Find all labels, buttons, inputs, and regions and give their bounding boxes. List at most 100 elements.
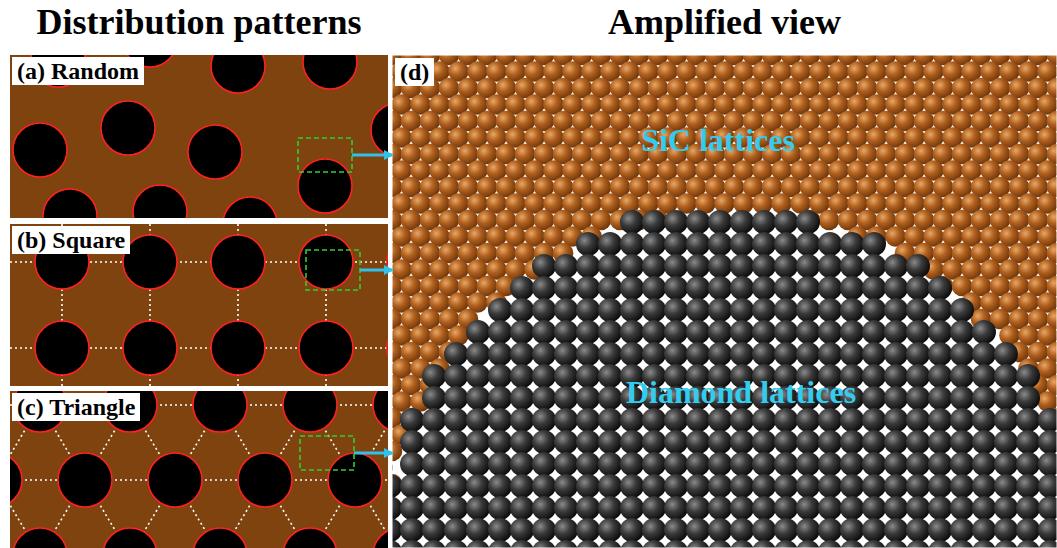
diamond-atom: [884, 540, 908, 548]
diamond-atom: [752, 232, 776, 256]
diamond-atom: [862, 320, 886, 344]
diamond-atom: [598, 386, 622, 410]
diamond-atom: [774, 496, 798, 520]
diamond-atom: [576, 386, 600, 410]
diamond-atom: [620, 276, 644, 300]
diamond-atom: [686, 496, 710, 520]
diamond-atom: [488, 430, 512, 454]
diamond-atom: [796, 254, 820, 278]
diamond-atom: [862, 540, 886, 548]
diamond-atom: [532, 518, 556, 542]
diamond-particle: [283, 528, 337, 548]
diamond-atom: [1016, 496, 1040, 520]
diamond-atom: [664, 474, 688, 498]
diamond-atom: [972, 474, 996, 498]
diamond-atom: [598, 342, 622, 366]
diamond-atom: [686, 540, 710, 548]
diamond-particle: [283, 391, 337, 432]
diamond-particle: [303, 55, 357, 89]
diamond-atom: [400, 408, 424, 432]
diamond-atom: [994, 496, 1018, 520]
diamond-atom: [796, 452, 820, 476]
diamond-atom: [928, 474, 952, 498]
panel-border: [392, 55, 1057, 548]
diamond-atom: [730, 452, 754, 476]
diamond-atom: [532, 364, 556, 388]
diamond-atom: [422, 452, 446, 476]
diamond-atom: [488, 298, 512, 322]
diamond-atom: [598, 364, 622, 388]
diamond-atom: [840, 518, 864, 542]
diamond-atom: [598, 298, 622, 322]
diamond-atom: [532, 408, 556, 432]
diamond-atom: [598, 254, 622, 278]
diamond-atom: [642, 408, 666, 432]
diamond-atom: [928, 342, 952, 366]
diamond-atom: [510, 364, 534, 388]
diamond-atom: [708, 210, 732, 234]
diamond-particle: [211, 321, 265, 375]
panel-label: (b) Square: [12, 226, 130, 254]
diamond-atom: [994, 408, 1018, 432]
diamond-atom: [994, 452, 1018, 476]
diamond-atom: [620, 320, 644, 344]
diamond-atom: [664, 518, 688, 542]
diamond-atom: [444, 518, 468, 542]
diamond-atom: [884, 276, 908, 300]
diamond-atom: [642, 298, 666, 322]
diamond-atom: [862, 342, 886, 366]
diamond-atom: [1038, 452, 1057, 476]
diamond-atom: [488, 342, 512, 366]
diamond-atom: [730, 210, 754, 234]
diamond-atom: [752, 496, 776, 520]
diamond-atom: [444, 408, 468, 432]
diamond-atom: [532, 254, 556, 278]
diamond-atom: [774, 254, 798, 278]
diamond-atom: [510, 276, 534, 300]
diamond-atom: [928, 496, 952, 520]
diamond-atom: [774, 474, 798, 498]
diamond-atom: [554, 408, 578, 432]
diamond-atom: [774, 232, 798, 256]
diamond-atom: [1038, 540, 1057, 548]
diamond-atom: [884, 496, 908, 520]
diamond-atom: [510, 408, 534, 432]
diamond-atom: [466, 474, 490, 498]
diamond-atom: [576, 518, 600, 542]
diamond-atom: [862, 276, 886, 300]
diamond-atom: [1038, 518, 1057, 542]
diamond-atom: [422, 518, 446, 542]
diamond-atom: [576, 430, 600, 454]
diamond-atom: [752, 210, 776, 234]
diamond-atom: [466, 408, 490, 432]
diamond-atom: [884, 342, 908, 366]
diamond-atom: [664, 342, 688, 366]
diamond-atom: [862, 232, 886, 256]
diamond-atom: [928, 408, 952, 432]
diamond-atom: [906, 386, 930, 410]
diamond-atom: [444, 430, 468, 454]
diamond-atom: [510, 320, 534, 344]
diamond-atom: [840, 342, 864, 366]
diamond-atom: [576, 276, 600, 300]
diamond-particle: [123, 321, 177, 375]
diamond-atom: [466, 342, 490, 366]
diamond-atom: [510, 386, 534, 410]
diamond-atom: [818, 408, 842, 432]
lattice-ground: [392, 55, 1057, 548]
diamond-atom: [686, 518, 710, 542]
diamond-atom: [620, 342, 644, 366]
diamond-atom: [730, 474, 754, 498]
diamond-atom: [576, 408, 600, 432]
diamond-atom: [752, 320, 776, 344]
diamond-atom: [994, 540, 1018, 548]
diamond-atom: [400, 430, 424, 454]
diamond-atom: [840, 540, 864, 548]
panel-pattern: [10, 224, 388, 386]
diamond-atom: [884, 364, 908, 388]
diamond-atom: [598, 474, 622, 498]
diamond-atom: [796, 232, 820, 256]
diamond-atom: [422, 408, 446, 432]
zoom-box: [298, 138, 352, 172]
diamond-atom: [642, 540, 666, 548]
